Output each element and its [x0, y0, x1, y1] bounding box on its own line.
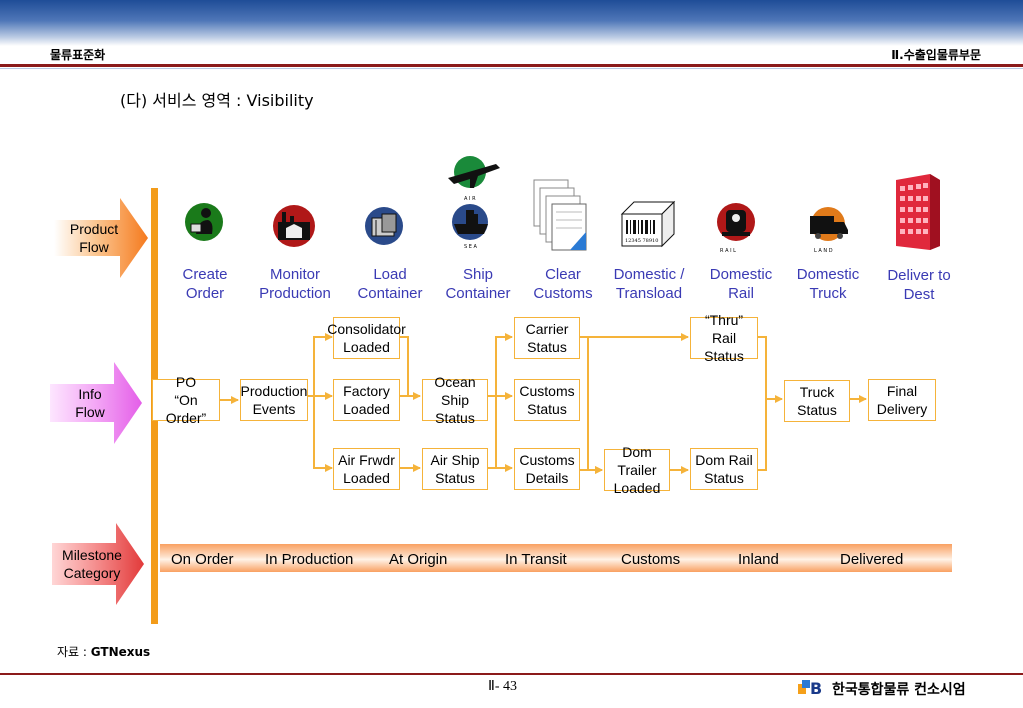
header-banner [0, 0, 1023, 46]
barcode-number: 12345 78910 [625, 238, 658, 244]
product-flow-arrow: Product Flow [54, 198, 148, 278]
info-box-air-frwdr-loaded: Air Frwdr Loaded [333, 448, 400, 490]
info-box-dom-rail-status: Dom Rail Status [690, 448, 758, 490]
ship-plane-icon: A I R S E A [444, 154, 504, 254]
person-computer-icon [184, 202, 224, 246]
info-box-thru-rail-status: “Thru” Rail Status [690, 312, 758, 364]
product-step-domestic-transload: Domestic / Transload [613, 266, 685, 302]
info-box-factory-loaded: Factory Loaded [333, 379, 400, 421]
product-step-monitor-production: Monitor Production [259, 266, 331, 302]
product-step-domestic-truck: Domestic Truck [796, 266, 860, 302]
info-box-final-delivery: Final Delivery [868, 379, 936, 421]
info-flow-label: Info Flow [75, 386, 105, 420]
rail-label: R A I L [720, 248, 736, 254]
milestone-inland: Inland [738, 551, 779, 568]
company-logo-icon: B [798, 678, 828, 700]
product-step-load-container: Load Container [357, 266, 423, 302]
air-label: A I R [464, 196, 476, 202]
documents-icon [532, 178, 590, 258]
container-icon [364, 206, 404, 250]
product-flow-label: Product Flow [69, 221, 119, 255]
header-divider [0, 64, 1023, 67]
product-step-clear-customs: Clear Customs [533, 266, 593, 302]
milestone-bar [160, 544, 952, 572]
building-icon [892, 170, 944, 254]
milestone-category-arrow: Milestone Category [52, 523, 144, 605]
source-name: GTNexus [90, 645, 151, 659]
milestone-customs: Customs [621, 551, 681, 568]
factory-icon [272, 204, 316, 252]
source-note: 자료 : GTNexus [57, 643, 150, 660]
milestone-category-label: Milestone Category [62, 547, 122, 581]
header-divider-light [0, 68, 1023, 69]
product-step-domestic-rail: Domestic Rail [709, 266, 773, 302]
info-box-production-events: Production Events [240, 379, 308, 421]
train-icon: R A I L [714, 202, 758, 258]
page-number: Ⅱ- 43 [488, 679, 518, 694]
milestone-on-order: On Order [171, 551, 234, 568]
product-step-create-order: Create Order [182, 266, 228, 302]
land-label: L A N D [814, 248, 833, 254]
milestone-delivered: Delivered [840, 551, 904, 568]
sea-label: S E A [464, 244, 478, 250]
info-flow-arrow: Info Flow [50, 362, 142, 444]
info-box-truck-status: Truck Status [784, 380, 850, 422]
info-box-dom-trailer-loaded: Dom Trailer Loaded [604, 444, 670, 496]
truck-icon: L A N D [806, 206, 850, 258]
product-step-ship-container: Ship Container [445, 266, 511, 302]
info-box-consolidator-loaded: Consolidator Loaded [327, 317, 406, 359]
company-name: 한국통합물류 컨소시엄 [832, 682, 966, 698]
source-label: 자료 : [57, 645, 91, 659]
info-box-air-ship-status: Air Ship Status [422, 448, 488, 490]
milestone-in-transit: In Transit [505, 551, 567, 568]
slide-subtitle: (다) 서비스 영역 : Visibility [120, 91, 314, 110]
company-brand: B 한국통합물류 컨소시엄 [798, 678, 966, 700]
milestone-at-origin: At Origin [389, 551, 448, 568]
footer-divider [0, 673, 1023, 675]
header-left-title: 물류표준화 [50, 48, 106, 62]
barcode-box-icon: 12345 78910 [620, 200, 676, 252]
info-box-po-on-order: PO “On Order” [152, 374, 220, 426]
info-box-carrier-status: Carrier Status [514, 317, 580, 359]
product-step-deliver-to-dest: Deliver to Dest [887, 267, 951, 303]
info-box-customs-details: Customs Details [514, 448, 580, 490]
svg-text:B: B [810, 679, 822, 696]
milestone-in-production: In Production [265, 551, 354, 568]
info-box-customs-status: Customs Status [514, 379, 580, 421]
header-right-title: Ⅱ.수출입물류부문 [891, 48, 981, 62]
info-box-ocean-ship-status: Ocean Ship Status [422, 374, 488, 426]
